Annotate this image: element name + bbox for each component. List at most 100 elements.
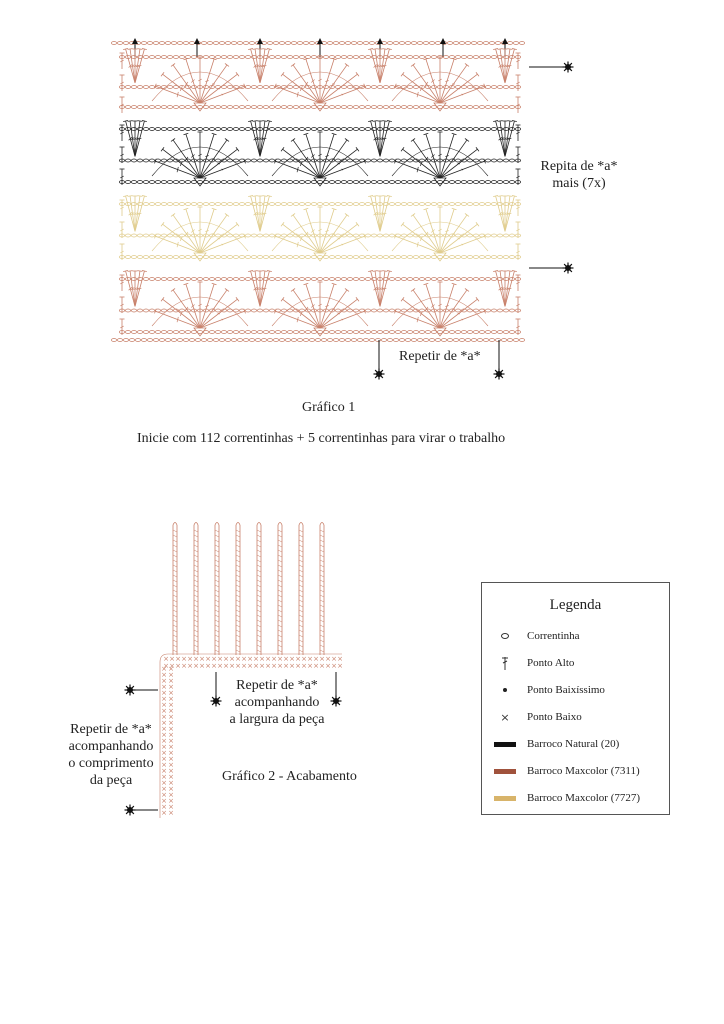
repeat-marker-icon [563, 62, 574, 73]
repeat-marker-icon [494, 369, 505, 380]
repeat-length-label: Repetir de *a* acompanhando o compriment… [60, 721, 162, 789]
v-fan [248, 195, 272, 231]
svg-text:×: × [283, 662, 289, 670]
svg-text:×: × [223, 662, 229, 670]
foundation-chain-row [111, 339, 524, 342]
svg-text:×: × [205, 662, 211, 670]
svg-text:×: × [277, 655, 283, 663]
svg-text:×: × [229, 655, 235, 663]
chart-2-caption: Gráfico 2 - Acabamento [222, 768, 357, 785]
arrow-head-icon [317, 38, 323, 44]
chain-row [119, 106, 520, 109]
repeat-marker-icon [374, 369, 385, 380]
svg-text:×: × [168, 689, 174, 697]
legend-item-chain: Correntinha [482, 627, 669, 645]
chart-section [119, 120, 520, 186]
fringe-column [215, 523, 219, 656]
fringe-column [173, 523, 177, 656]
v-fan [248, 270, 272, 306]
v-fan [368, 270, 392, 306]
shell-fan [392, 207, 488, 261]
stitch-chart-1 [0, 0, 724, 390]
fringe-column [236, 523, 240, 656]
fringe-column [299, 523, 303, 656]
chain-row [119, 278, 520, 281]
svg-text:×: × [163, 655, 169, 663]
svg-text:×: × [253, 662, 259, 670]
svg-text:×: × [168, 749, 174, 757]
v-fan [493, 48, 517, 83]
repeat-marker-icon [211, 696, 222, 707]
arrow-head-icon [132, 38, 138, 44]
single-crochet-row-horizontal: ××××××××××××××××××××××××××××××××××××××××… [163, 655, 343, 670]
svg-text:×: × [161, 695, 167, 703]
v-fan [123, 270, 147, 306]
svg-text:×: × [223, 655, 229, 663]
svg-text:×: × [301, 662, 307, 670]
svg-text:×: × [259, 662, 265, 670]
shell-fan [392, 282, 488, 336]
chart-1-caption: Gráfico 1 [302, 399, 355, 416]
svg-text:×: × [168, 761, 174, 769]
svg-text:×: × [319, 662, 325, 670]
svg-text:×: × [295, 655, 301, 663]
arrow-head-icon [257, 38, 263, 44]
shell-fan [152, 132, 248, 186]
svg-text:×: × [168, 677, 174, 685]
color-swatch-icon [494, 796, 516, 801]
legend-title: Legenda [482, 597, 669, 614]
tall-stitch-icon [500, 655, 510, 671]
svg-text:×: × [169, 662, 175, 670]
svg-text:×: × [161, 671, 167, 679]
repeat-marker-icon [331, 696, 342, 707]
svg-text:×: × [161, 713, 167, 721]
fringe-column [194, 523, 198, 656]
svg-text:×: × [168, 743, 174, 751]
svg-text:×: × [277, 662, 283, 670]
v-fan [493, 120, 517, 156]
repeat-stitches-label: Repetir de *a* [399, 348, 481, 365]
fringe-column [278, 523, 282, 656]
svg-text:×: × [271, 655, 277, 663]
chain-row [119, 256, 520, 259]
svg-text:×: × [168, 725, 174, 733]
shell-fan [272, 57, 368, 111]
arrow-head-icon [377, 38, 383, 44]
v-fan [368, 48, 392, 83]
arrow-head-icon [440, 38, 446, 44]
v-fan [493, 270, 517, 306]
legend-item-tall-stitch: Ponto Alto [482, 654, 669, 672]
svg-text:×: × [161, 791, 167, 799]
svg-text:×: × [161, 665, 167, 673]
legend-item-natural: Barroco Natural (20) [482, 735, 669, 753]
svg-text:×: × [181, 655, 187, 663]
svg-text:×: × [168, 713, 174, 721]
v-fan [368, 195, 392, 231]
shell-fan [392, 57, 488, 111]
svg-text:×: × [325, 662, 331, 670]
svg-text:×: × [168, 803, 174, 811]
legend-item-slip-stitch: Ponto Baixíssimo [482, 681, 669, 699]
chart-section [119, 48, 520, 113]
single-crochet-row-vertical: ××××××××××××××××××××××××××××××××××××××××… [161, 665, 174, 817]
svg-text:×: × [187, 662, 193, 670]
v-fan [248, 48, 272, 83]
svg-text:×: × [289, 662, 295, 670]
repeat-marker-icon [563, 263, 574, 274]
color-swatch-icon [494, 769, 516, 774]
svg-text:×: × [313, 662, 319, 670]
svg-text:×: × [283, 655, 289, 663]
shell-fan [272, 207, 368, 261]
svg-text:×: × [307, 662, 313, 670]
svg-text:×: × [205, 655, 211, 663]
svg-text:×: × [168, 737, 174, 745]
svg-text:×: × [199, 655, 205, 663]
svg-text:×: × [325, 655, 331, 663]
svg-text:×: × [241, 655, 247, 663]
chart-section [119, 270, 520, 336]
svg-text:×: × [168, 791, 174, 799]
svg-text:×: × [331, 655, 337, 663]
svg-text:×: × [331, 662, 337, 670]
repeat-width-label: Repetir de *a* acompanhando a largura da… [222, 677, 332, 728]
chain-row [119, 128, 520, 131]
